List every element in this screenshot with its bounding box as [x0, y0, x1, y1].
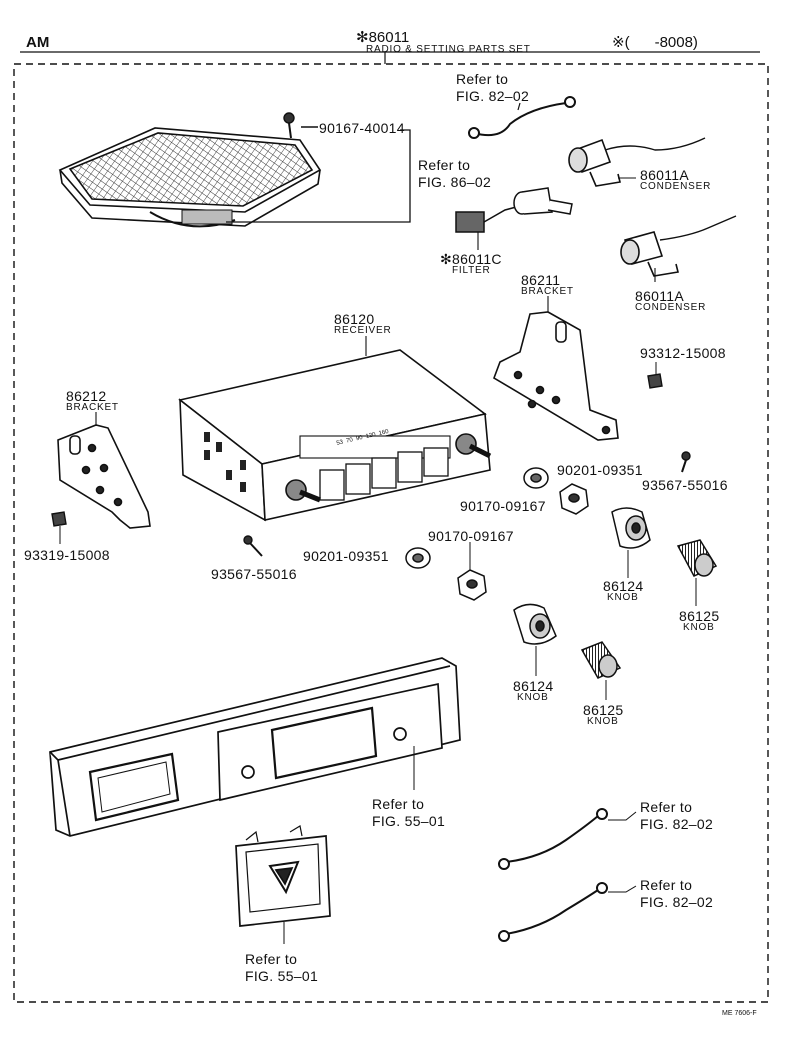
part-number: 86211 — [521, 272, 561, 288]
lead-wire-low — [498, 882, 637, 942]
washer-2-part-number: 90201-09351 — [303, 548, 389, 564]
bracket-left-part — [57, 412, 151, 529]
part-name: KNOB — [607, 592, 639, 603]
part-number: 86125 — [583, 702, 624, 718]
refer-fig-82-02-top: Refer to FIG. 82–02 — [456, 71, 529, 105]
knob-2-label: 86125 KNOB — [679, 609, 719, 633]
part-number: 86124 — [603, 578, 644, 594]
part-number: 86120 — [334, 311, 375, 327]
part-number: 86125 — [679, 608, 720, 624]
washer-icon — [523, 467, 549, 489]
part-number: 86011A — [635, 288, 685, 304]
refer-fig-82-02-mid: Refer to FIG. 82–02 — [640, 799, 713, 833]
knob-icon — [580, 641, 622, 679]
bracket-right-label: 86211 BRACKET — [521, 273, 574, 297]
part-name: CONDENSER — [640, 181, 712, 192]
knob-4-label: 86125 KNOB — [583, 703, 623, 727]
bracket-left-label: 86212 BRACKET — [66, 389, 119, 413]
part-name: BRACKET — [521, 286, 574, 297]
lead-wire-top — [468, 96, 576, 139]
refer-line: Refer to — [418, 157, 471, 173]
knob-icon — [611, 507, 651, 549]
nut-icon — [457, 542, 487, 601]
refer-fig-55-01-panel: Refer to FIG. 55–01 — [372, 796, 445, 830]
part-name: KNOB — [587, 716, 619, 727]
screw-icon — [681, 451, 691, 473]
refer-figure: FIG. 55–01 — [372, 813, 446, 829]
refer-line: Refer to — [245, 951, 298, 967]
knob-icon — [676, 539, 718, 577]
refer-line: Refer to — [640, 877, 693, 893]
screw-icon — [283, 112, 318, 139]
part-name: CONDENSER — [635, 302, 707, 313]
filter-icon — [455, 187, 573, 250]
part-number: 86212 — [66, 388, 107, 404]
nut-icon — [559, 483, 589, 515]
lead-wire-mid — [498, 808, 637, 870]
refer-figure: FIG. 82–02 — [640, 816, 714, 832]
knob-icon — [513, 603, 557, 645]
refer-fig-86-02: Refer to FIG. 86–02 — [418, 157, 491, 191]
condenser-1-label: 86011A CONDENSER — [640, 168, 711, 192]
knob-1-label: 86124 KNOB — [603, 579, 643, 603]
part-name: KNOB — [517, 692, 549, 703]
refer-fig-55-01-emblem: Refer to FIG. 55–01 — [245, 951, 318, 985]
screw-icon — [243, 535, 263, 557]
washer-icon — [405, 547, 431, 569]
refer-line: Refer to — [372, 796, 425, 812]
condenser-2-label: 86011A CONDENSER — [635, 289, 706, 313]
front-panel-part — [49, 657, 461, 837]
refer-fig-82-02-low: Refer to FIG. 82–02 — [640, 877, 713, 911]
bolt-right-part-number: 93312-15008 — [640, 345, 726, 361]
part-name: RECEIVER — [334, 325, 392, 336]
filter-label: ✻86011C FILTER — [440, 252, 502, 276]
footer-code: ME 7606-F — [722, 1010, 757, 1017]
refer-figure: FIG. 86–02 — [418, 174, 492, 190]
variant-label: AM — [26, 34, 50, 51]
refer-figure: FIG. 82–02 — [456, 88, 530, 104]
nut-2-part-number: 90170-09167 — [428, 528, 514, 544]
set-boundary-frame — [13, 63, 769, 1003]
part-number: 86124 — [513, 678, 554, 694]
condenser-icon — [620, 215, 737, 282]
bolt-icon — [647, 362, 663, 389]
part-name: FILTER — [452, 265, 491, 276]
refer-line: Refer to — [456, 71, 509, 87]
set-name-label: RADIO & SETTING PARTS SET — [366, 44, 531, 55]
bolt-left-part-number: 93319-15008 — [24, 547, 110, 563]
refer-bracket-86-02 — [226, 129, 411, 223]
part-name: BRACKET — [66, 402, 119, 413]
refer-figure: FIG. 55–01 — [245, 968, 319, 984]
emblem-part — [235, 825, 331, 944]
screw-top-part-number: 90167-40014 — [319, 120, 405, 136]
screw-left-part-number: 93567-55016 — [211, 566, 297, 582]
condenser-icon — [568, 137, 706, 187]
speaker-part — [58, 127, 322, 228]
knob-leader-lines — [535, 550, 697, 700]
receiver-label: 86120 RECEIVER — [334, 312, 392, 336]
refer-figure: FIG. 82–02 — [640, 894, 714, 910]
header-rule — [20, 51, 760, 64]
part-name: KNOB — [683, 622, 715, 633]
production-note-label: ※( -8008) — [612, 34, 698, 51]
bracket-right-part — [493, 296, 619, 441]
receiver-part — [178, 336, 492, 522]
washer-1-part-number: 90201-09351 — [557, 462, 643, 478]
part-number: ✻86011C — [440, 251, 502, 267]
bolt-icon — [51, 511, 67, 544]
knob-3-label: 86124 KNOB — [513, 679, 553, 703]
screw-right-part-number: 93567-55016 — [642, 477, 728, 493]
part-number: 86011A — [640, 167, 690, 183]
nut-1-part-number: 90170-09167 — [460, 498, 546, 514]
set-number-label: ✻86011 — [356, 29, 410, 46]
refer-line: Refer to — [640, 799, 693, 815]
